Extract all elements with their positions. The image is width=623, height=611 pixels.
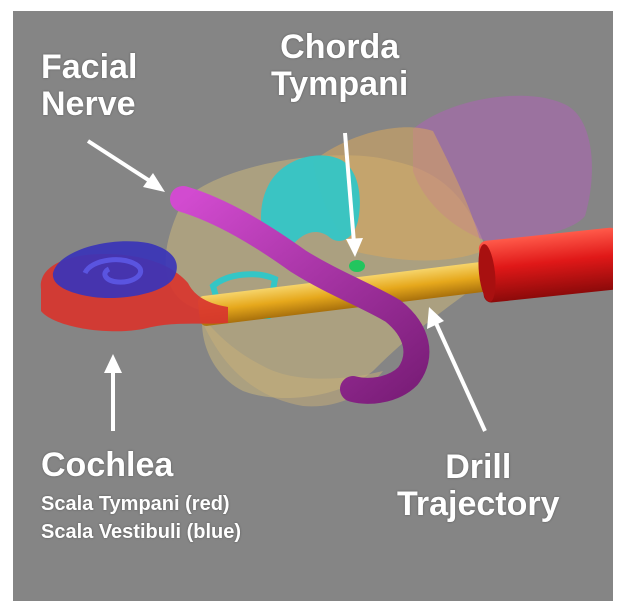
- drill-trajectory-label: Drill Trajectory: [397, 449, 560, 522]
- chorda-tympani: [349, 260, 365, 272]
- scala-tympani-label: Scala Tympani (red): [41, 491, 230, 518]
- scala-vestibuli-label: Scala Vestibuli (blue): [41, 519, 241, 546]
- chorda-tympani-label: Chorda Tympani: [271, 29, 408, 102]
- facial-nerve-label-line1: Facial: [41, 49, 137, 86]
- cochlea-label: Cochlea: [41, 447, 173, 484]
- facial-nerve-label-line2: Nerve: [41, 86, 137, 123]
- anatomy-figure: Facial Nerve Chorda Tympani Cochlea Scal…: [13, 11, 613, 601]
- facial-nerve-label: Facial Nerve: [41, 49, 137, 122]
- chorda-tympani-label-line2: Tympani: [271, 66, 408, 103]
- cochlea-arrow: [104, 354, 122, 431]
- drill-trajectory-arrow: [427, 307, 485, 431]
- chorda-tympani-label-line1: Chorda: [271, 29, 408, 66]
- drill-trajectory-label-line1: Drill: [397, 449, 560, 486]
- drill-trajectory-label-line2: Trajectory: [397, 486, 560, 523]
- facial-nerve-arrow: [88, 141, 165, 192]
